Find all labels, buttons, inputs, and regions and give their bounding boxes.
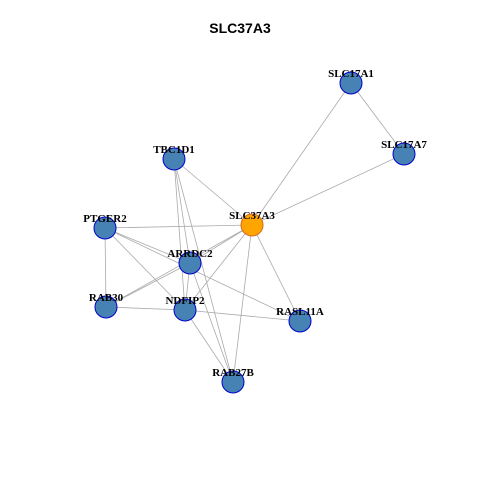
edge-tbc1d1-arrdc2 [173, 158, 191, 264]
node-label-ndfip2: NDFIP2 [165, 295, 205, 307]
edge-tbc1d1-rab27b [173, 158, 234, 383]
node-slc17a7 [392, 142, 416, 166]
edge-arrdc2-rab27b [189, 262, 234, 383]
node-slc37a3 [240, 213, 264, 237]
node-label-rab30: RAB30 [89, 292, 124, 304]
node-label-slc17a1: SLC17A1 [328, 68, 374, 80]
edge-arrdc2-rab30 [105, 262, 191, 308]
edge-ndfip2-rab27b [184, 309, 234, 383]
node-label-slc17a7: SLC17A7 [381, 139, 427, 151]
edge-ptger2-rasl11a [104, 227, 301, 322]
node-ndfip2 [173, 298, 197, 322]
node-rab27b [221, 370, 245, 394]
node-label-rasl11a: RASL11A [276, 306, 324, 318]
edge-slc17a1-slc37a3 [251, 82, 352, 226]
node-rasl11a [288, 309, 312, 333]
edge-ndfip2-rasl11a [184, 309, 301, 322]
edges-layer [104, 82, 405, 383]
node-label-slc37a3: SLC37A3 [229, 210, 275, 222]
node-label-tbc1d1: TBC1D1 [153, 144, 195, 156]
edge-ptger2-slc37a3 [104, 224, 253, 229]
edge-tbc1d1-ndfip2 [173, 158, 186, 311]
node-label-ptger2: PTGER2 [83, 213, 127, 225]
node-label-arrdc2: ARRDC2 [167, 248, 213, 260]
edge-slc17a1-slc17a7 [350, 82, 405, 155]
node-label-rab27b: RAB27B [212, 367, 254, 379]
edge-rab30-ndfip2 [105, 306, 186, 311]
edge-slc37a3-rasl11a [251, 224, 301, 322]
node-slc17a1 [339, 71, 363, 95]
edge-slc37a3-arrdc2 [189, 224, 253, 264]
figure-title: SLC37A3 [209, 20, 271, 36]
edge-tbc1d1-slc37a3 [173, 158, 253, 226]
node-tbc1d1 [162, 147, 186, 171]
node-rab30 [94, 295, 118, 319]
edge-slc37a3-ndfip2 [184, 224, 253, 311]
node-arrdc2 [178, 251, 202, 275]
edge-ptger2-ndfip2 [104, 227, 186, 311]
edge-ptger2-arrdc2 [104, 227, 191, 264]
nodes-layer [93, 71, 416, 394]
edge-slc17a7-slc37a3 [251, 153, 405, 226]
node-ptger2 [93, 216, 117, 240]
edge-ptger2-rab30 [104, 227, 107, 308]
edge-slc37a3-rab27b [232, 224, 253, 383]
